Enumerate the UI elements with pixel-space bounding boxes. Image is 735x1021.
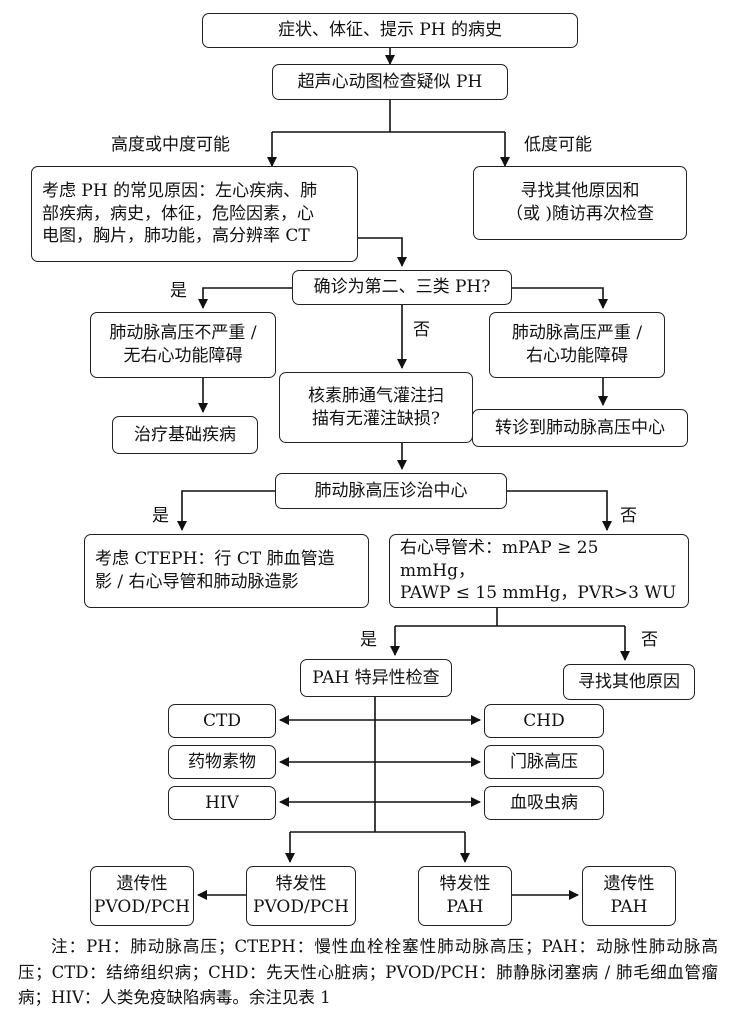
node-symptoms-history: 症状、体征、提示 PH 的病史 — [202, 13, 578, 48]
node-ph-not-severe: 肺动脉高压不严重 / 无右心功能障碍 — [90, 312, 276, 378]
node-ctd: CTD — [168, 704, 276, 738]
label-no-3: 否 — [641, 630, 658, 650]
label-high-moderate: 高度或中度可能 — [111, 135, 230, 155]
label-yes-2: 是 — [152, 506, 169, 526]
node-ph-center: 肺动脉高压诊治中心 — [275, 473, 507, 509]
edge-n5-n7 — [512, 287, 608, 309]
node-chd: CHD — [484, 704, 604, 738]
node-idiopathic-pvod: 特发性 PVOD/PCH — [246, 866, 356, 926]
node-schistosomiasis: 血吸虫病 — [484, 786, 604, 820]
node-portal-hypertension: 门脉高压 — [484, 745, 604, 779]
node-idiopathic-pah: 特发性 PAH — [418, 866, 512, 926]
node-common-causes: 考虑 PH 的常见原因：左心疾病、肺 部疾病，病史，体征，危险因素，心 电图，胸… — [31, 166, 358, 262]
node-pah-specific-tests: PAH 特异性检查 — [300, 659, 452, 697]
label-no-1: 否 — [413, 320, 430, 340]
label-no-2: 否 — [620, 506, 637, 526]
label-low: 低度可能 — [524, 135, 592, 155]
node-treat-underlying: 治疗基础疾病 — [112, 416, 258, 454]
label-yes-1: 是 — [170, 281, 187, 301]
edge-n11-n13 — [507, 490, 612, 531]
node-other-causes-followup: 寻找其他原因和 （或 )随访再次检查 — [473, 166, 687, 240]
node-vq-scan: 核素肺通气灌注扫 描有无灌注缺损? — [279, 372, 473, 443]
node-echo-suspect-ph: 超声心动图检查疑似 PH — [272, 64, 508, 100]
edge-n3-n5 — [358, 237, 407, 267]
node-find-other-causes: 寻找其他原因 — [563, 664, 695, 700]
node-confirm-group2-3: 确诊为第二、三类 PH? — [292, 270, 512, 305]
node-drugs-toxins: 药物素物 — [168, 745, 276, 779]
edge-n11-n12 — [177, 490, 275, 531]
footnote: 注：PH：肺动脉高压；CTEPH：慢性血栓栓塞性肺动脉高压；PAH：动脉性肺动脉… — [18, 937, 718, 1008]
node-heritable-pah: 遗传性 PAH — [582, 866, 676, 926]
node-ph-severe: 肺动脉高压严重 / 右心功能障碍 — [489, 312, 665, 378]
node-refer-ph-center: 转诊到肺动脉高压中心 — [472, 409, 688, 447]
node-heritable-pvod: 遗传性 PVOD/PCH — [90, 866, 194, 926]
node-right-heart-cath: 右心导管术：mPAP ≥ 25 mmHg， PAWP ≤ 15 mmHg，PVR… — [389, 534, 689, 608]
node-consider-cteph: 考虑 CTEPH：行 CT 肺血管造 影 / 右心导管和肺动脉造影 — [84, 534, 369, 608]
label-yes-3: 是 — [360, 630, 377, 650]
node-hiv: HIV — [168, 786, 276, 820]
edge-n5-n6 — [198, 287, 292, 309]
